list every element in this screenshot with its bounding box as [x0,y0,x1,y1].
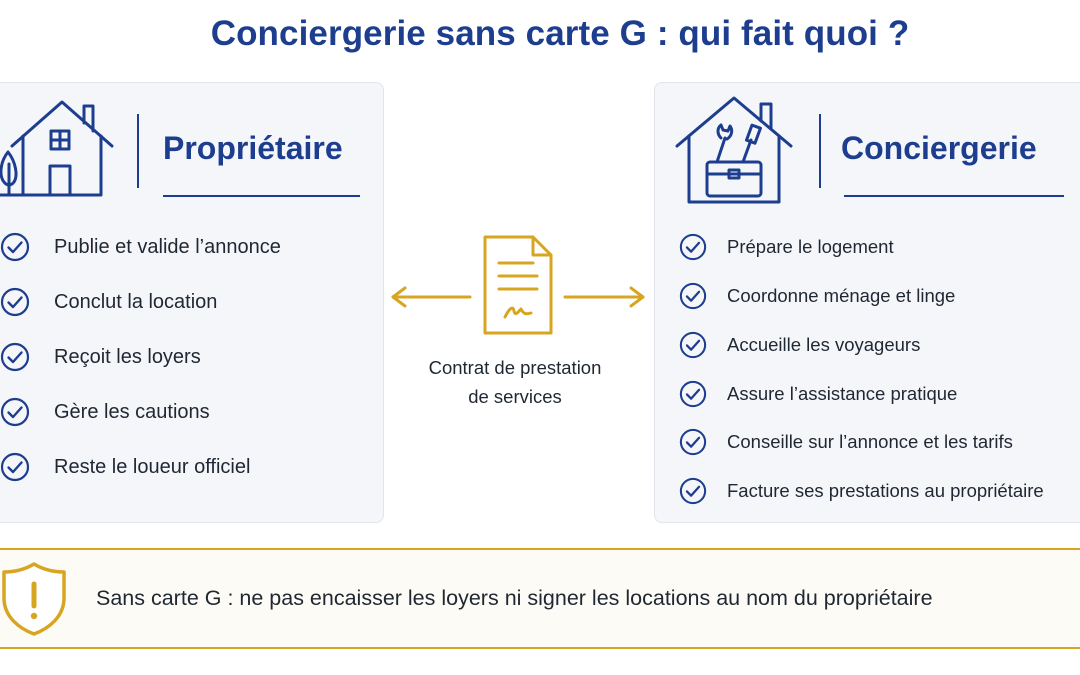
check-circle-icon [679,331,707,359]
list-item: Publie et valide l’annonce [0,232,281,262]
house-icon [0,100,114,197]
check-circle-icon [0,287,30,317]
list-item: Gère les cautions [0,397,210,427]
double-arrow-connector [391,286,645,308]
check-circle-icon [679,428,707,456]
concierge-title-underline [844,195,1064,197]
check-circle-icon [679,477,707,505]
list-item: Facture ses prestations au propriétaire [679,477,1044,505]
list-item-label: Prépare le logement [727,236,894,257]
list-item-label: Conseille sur l’annonce et les tarifs [727,431,1013,452]
check-circle-icon [679,380,707,408]
list-item: Coordonne ménage et linge [679,282,955,310]
list-item: Reçoit les loyers [0,342,201,372]
list-item: Accueille les voyageurs [679,331,920,359]
concierge-title-divider [819,114,821,188]
contract-label: Contrat de prestation de services [405,353,625,411]
owner-panel-title: Propriétaire [163,130,343,166]
warning-text: Sans carte G : ne pas encaisser les loye… [96,586,933,610]
check-circle-icon [0,342,30,372]
contract-label-line2: de services [468,386,562,407]
check-circle-icon [679,233,707,261]
list-item-label: Accueille les voyageurs [727,334,921,355]
owner-title-divider [137,114,139,188]
list-item-label: Assure l’assistance pratique [727,383,958,404]
list-item: Conseille sur l’annonce et les tarifs [679,428,1013,456]
check-circle-icon [0,232,30,262]
list-item: Conclut la location [0,287,217,317]
contract-label-line1: Contrat de prestation [428,357,602,378]
list-item-label: Gère les cautions [54,400,210,423]
list-item-label: Coordonne ménage et linge [727,285,956,306]
warning-banner [0,548,1080,649]
owner-panel [0,82,384,523]
list-item-label: Facture ses prestations au propriétaire [727,480,1044,501]
list-item: Reste le loueur officiel [0,452,250,482]
list-item: Prépare le logement [679,233,894,261]
list-item-label: Reçoit les loyers [54,345,201,368]
owner-title-underline [163,195,360,197]
page-title: Conciergerie sans carte G : qui fait quo… [210,14,910,53]
concierge-panel-title: Conciergerie [841,130,1037,166]
concierge-panel [654,82,1080,523]
list-item-label: Publie et valide l’annonce [54,235,281,258]
check-circle-icon [0,452,30,482]
check-circle-icon [679,282,707,310]
warning-shield-icon [2,562,66,636]
list-item-label: Reste le loueur officiel [54,455,251,478]
house-toolbox-icon [675,96,793,204]
list-item-label: Conclut la location [54,290,218,313]
list-item: Assure l’assistance pratique [679,380,957,408]
check-circle-icon [0,397,30,427]
contract-document-icon [483,235,553,335]
